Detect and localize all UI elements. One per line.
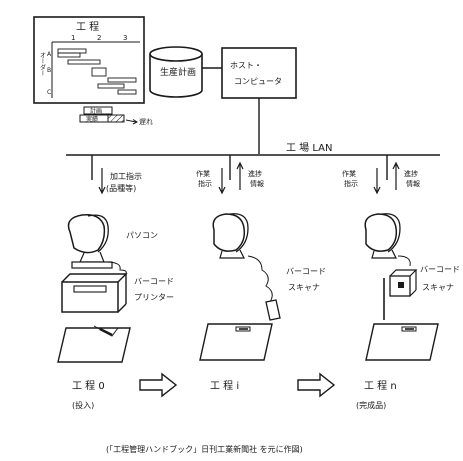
printer-cable bbox=[105, 261, 127, 277]
pc-monitor-icon bbox=[67, 213, 113, 269]
barcode-scanner-icon bbox=[383, 255, 418, 320]
station-i-instruction-2: 指示 bbox=[198, 179, 212, 188]
station-n-note: (完成品) bbox=[356, 400, 386, 410]
gantt-col-2: 2 bbox=[97, 34, 101, 42]
station-0-stage: 工 程 0 bbox=[72, 380, 105, 392]
scanner-n-label-1: バーコード bbox=[420, 265, 460, 274]
gantt-axis-label: オーダー bbox=[39, 52, 46, 76]
pc-monitor-icon bbox=[364, 213, 401, 259]
flow-arrow-icon bbox=[297, 372, 336, 398]
database-cylinder: 生産計画 bbox=[149, 46, 203, 98]
host-label-line2: コンピュータ bbox=[234, 77, 282, 86]
station-n-progress-2: 情報 bbox=[406, 179, 420, 188]
host-computer-box: ホスト・ コンピュータ bbox=[221, 47, 297, 99]
station-n-instruction-1: 作業 bbox=[342, 169, 356, 178]
lan-label: 工 場 LAN bbox=[286, 141, 332, 154]
source-caption: (「工程管理ハンドブック」日刊工業新聞社 を元に作図) bbox=[106, 444, 303, 454]
database-label: 生産計画 bbox=[160, 66, 196, 78]
delay-label: 遅れ bbox=[139, 118, 153, 126]
work-sheet-icon bbox=[57, 325, 131, 363]
gantt-legend: 計画 実績 遅れ bbox=[79, 106, 153, 126]
gantt-bar bbox=[57, 48, 87, 54]
gantt-col-3: 3 bbox=[123, 34, 127, 42]
legend-actual-label: 実績 bbox=[86, 115, 98, 123]
station-i: 作業 指示 進捗 情報 バーコード スキャナ 工 程 i bbox=[196, 161, 326, 392]
down-arrow-icon bbox=[373, 168, 381, 195]
gantt-bar bbox=[97, 83, 125, 89]
gantt-bar bbox=[107, 77, 137, 83]
station-n: 作業 指示 進捗 情報 バーコード スキャナ bbox=[342, 161, 460, 410]
legend-plan-label: 計画 bbox=[90, 107, 102, 115]
station-n-instruction-2: 指示 bbox=[344, 179, 358, 188]
station-n-progress-1: 進捗 bbox=[404, 169, 418, 178]
station-n-stage: 工 程 n bbox=[364, 380, 397, 392]
flow-arrow-icon bbox=[139, 372, 178, 398]
pc-monitor-icon bbox=[212, 213, 249, 259]
printer-label-2: プリンター bbox=[134, 293, 174, 302]
gantt-bar bbox=[67, 59, 101, 65]
station-0-note: (投入) bbox=[72, 400, 94, 410]
down-arrow-icon bbox=[218, 168, 226, 195]
station-i-progress-2: 情報 bbox=[250, 179, 264, 188]
gantt-title: 工 程 bbox=[76, 21, 99, 33]
gantt-bar bbox=[91, 67, 107, 77]
printer-label-1: バーコード bbox=[134, 277, 174, 286]
gantt-row-a: A bbox=[47, 51, 52, 58]
host-label-line1: ホスト・ bbox=[230, 61, 262, 70]
pc-label: パソコン bbox=[126, 231, 158, 240]
station-0-instruction-1: 加工指示 bbox=[110, 171, 142, 181]
station-0-instruction-2: (品種等) bbox=[106, 183, 136, 193]
station-0: 加工指示 (品種等) パソコン バーコード プリンター 工 程 0 (投入) bbox=[57, 168, 174, 410]
gantt-bar bbox=[117, 89, 137, 95]
gantt-panel: 工 程 1 2 3 オーダー A B C bbox=[33, 16, 145, 104]
station-i-progress-1: 進捗 bbox=[248, 169, 262, 178]
work-sheet-icon bbox=[199, 323, 273, 361]
gantt-row-b: B bbox=[47, 67, 51, 74]
delay-hatch bbox=[107, 114, 125, 123]
up-arrow-icon bbox=[236, 161, 244, 190]
up-arrow-icon bbox=[392, 161, 400, 190]
scanner-n-label-2: スキャナ bbox=[422, 283, 454, 292]
barcode-printer-icon bbox=[61, 273, 128, 313]
scanner-label-1: バーコード bbox=[286, 267, 326, 276]
station-i-instruction-1: 作業 bbox=[196, 169, 210, 178]
gantt-bar bbox=[57, 52, 81, 58]
down-arrow-icon bbox=[98, 168, 106, 195]
gantt-row-c: C bbox=[47, 89, 51, 96]
delay-arrow bbox=[125, 119, 137, 123]
scanner-label-2: スキャナ bbox=[288, 283, 320, 292]
work-sheet-icon bbox=[365, 323, 439, 361]
barcode-scanner-icon bbox=[247, 255, 281, 321]
gantt-col-1: 1 bbox=[71, 34, 75, 42]
station-i-stage: 工 程 i bbox=[210, 380, 239, 392]
